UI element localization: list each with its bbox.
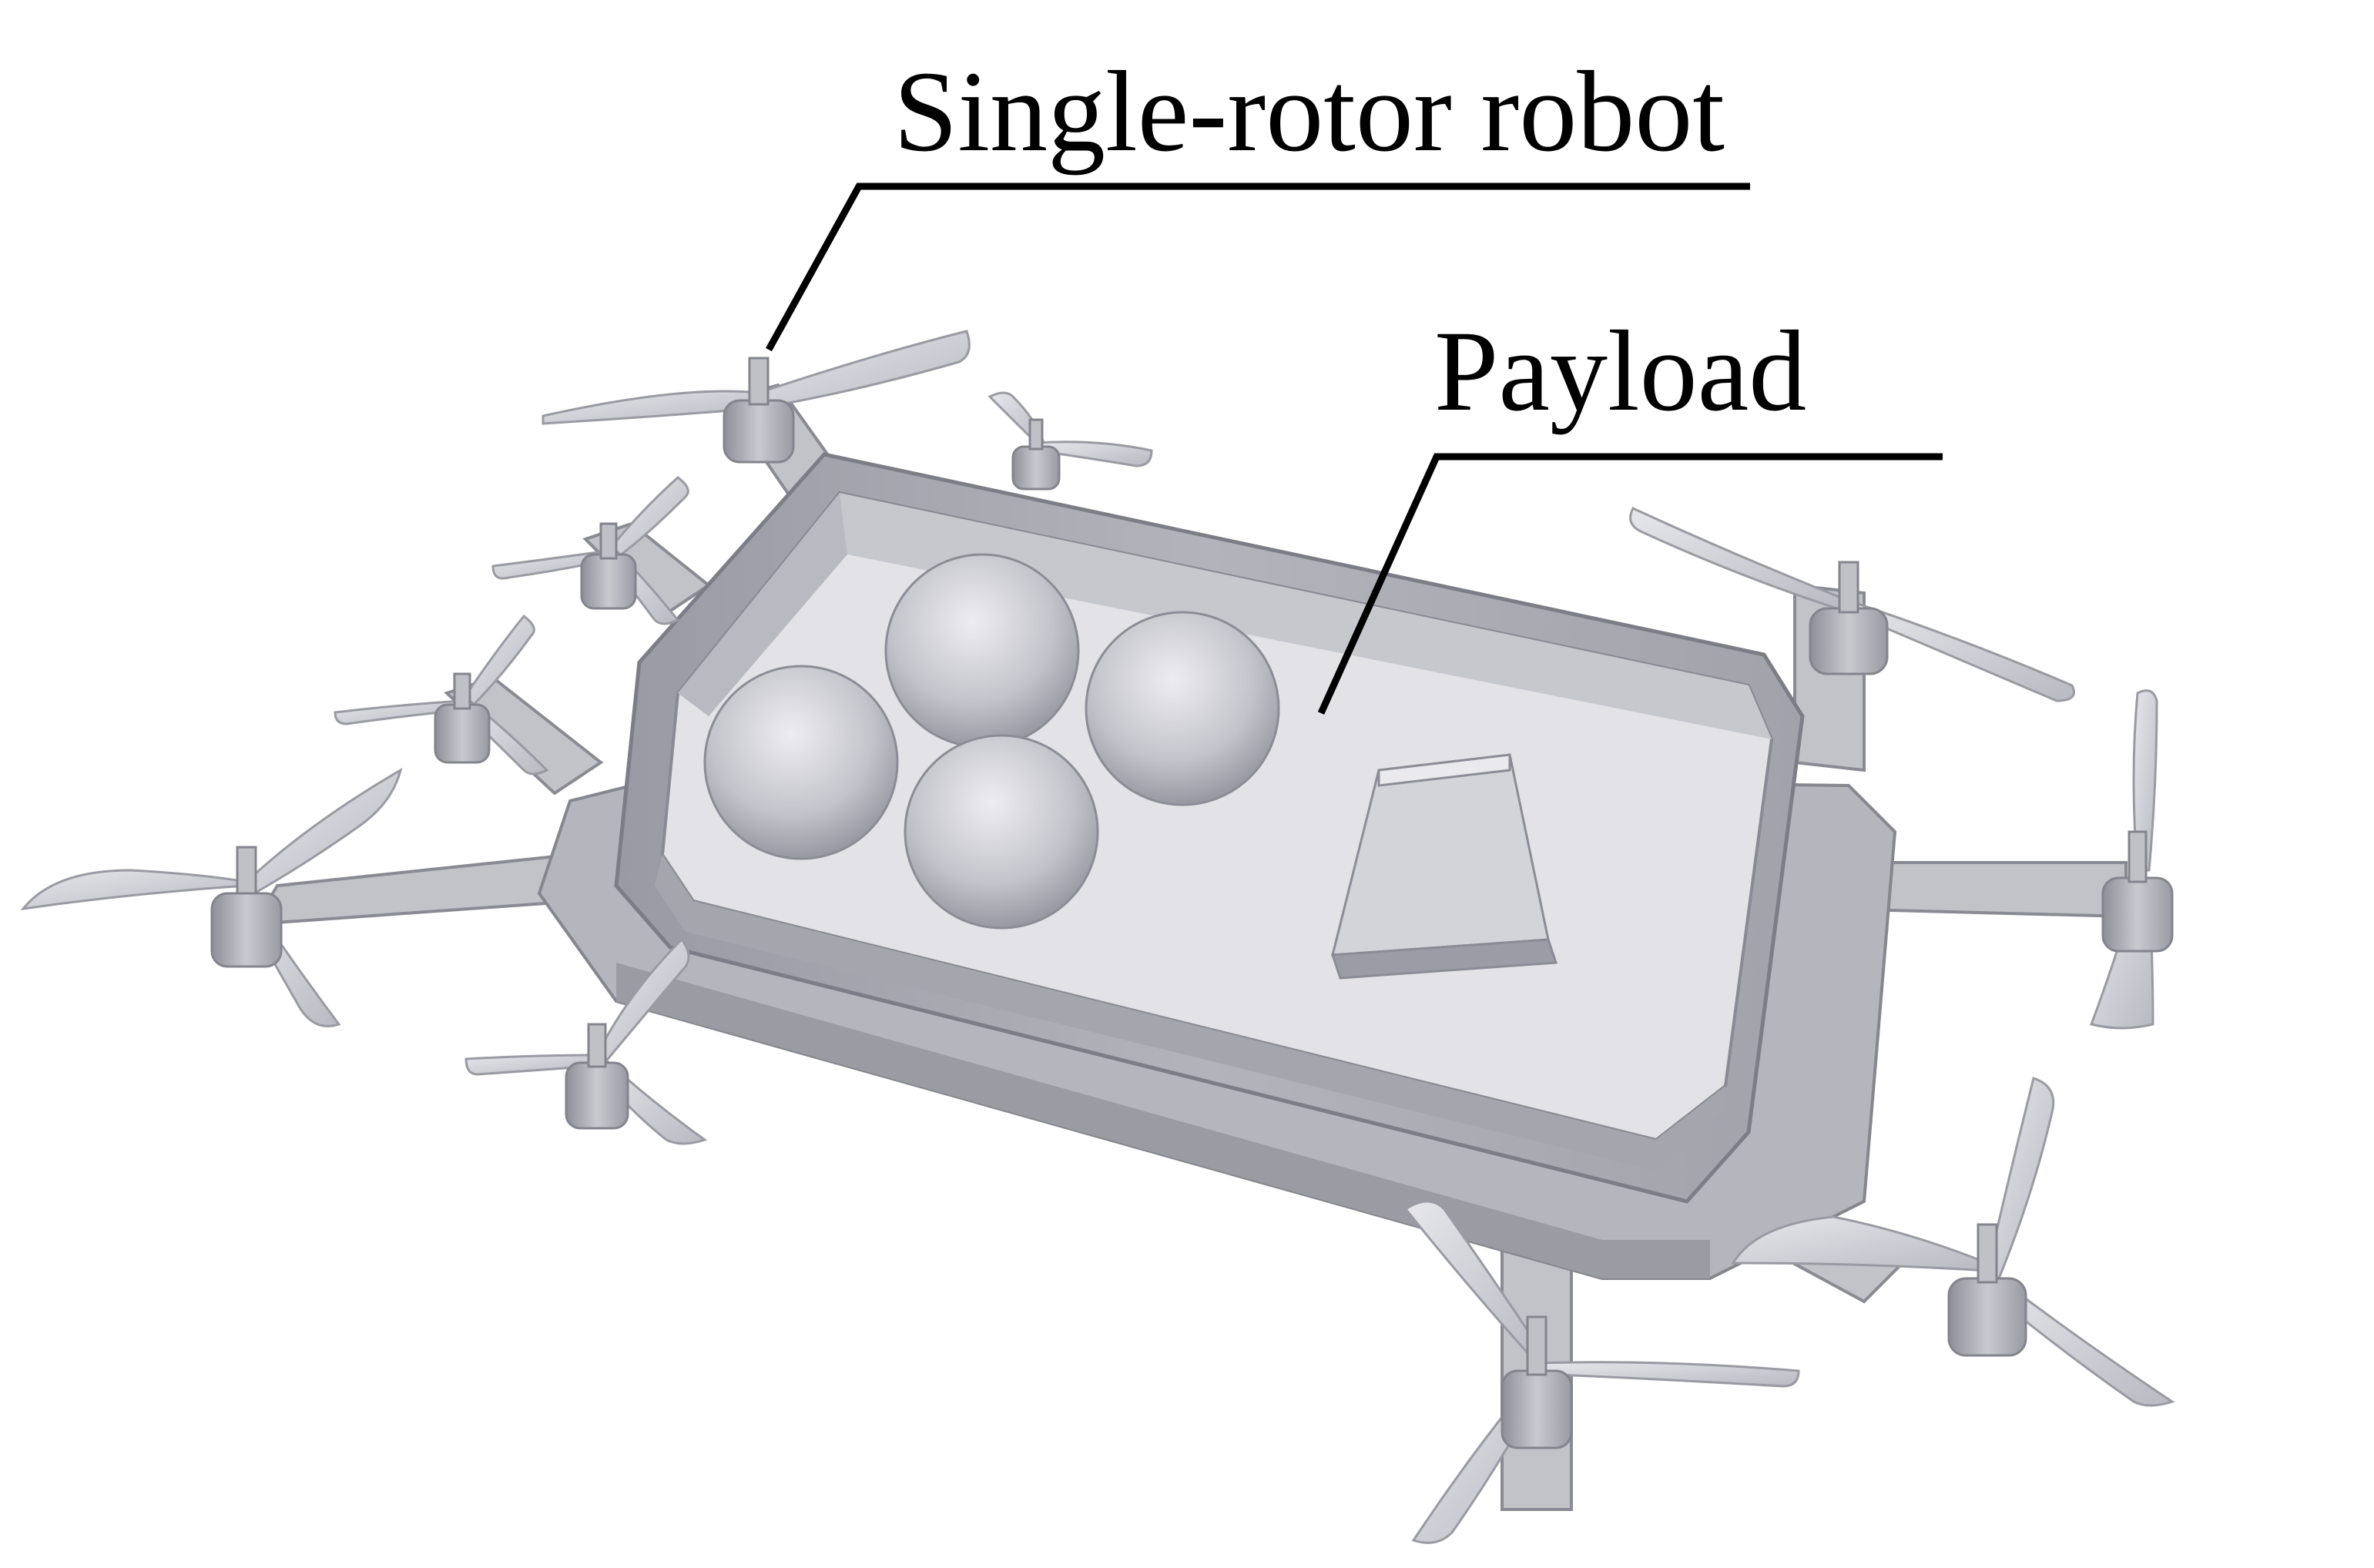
leader-lines	[766, 183, 1943, 715]
rotor-unit	[987, 391, 1153, 491]
rotor-unit	[20, 767, 403, 1027]
rotor-unit	[491, 476, 689, 625]
rotor-unit	[464, 937, 708, 1145]
payload-ball	[904, 734, 1099, 930]
payload-ball	[884, 553, 1080, 749]
payload-block	[1330, 753, 1558, 980]
robot-leader-line	[766, 183, 1750, 352]
payload-leader-line	[1317, 453, 1943, 715]
rotor-unit	[2090, 689, 2174, 1030]
rotor-unit	[1629, 507, 2075, 702]
rotor-unit	[542, 330, 971, 464]
payload-objects	[703, 553, 1558, 980]
rotor-unit	[1731, 1077, 2175, 1407]
payload-ball	[703, 665, 899, 860]
payload-ball	[1085, 611, 1280, 806]
rotor-units	[20, 330, 2175, 1544]
robot-label: Single-rotor robot	[894, 48, 1725, 176]
rotor-unit	[1403, 1200, 1800, 1544]
payload-label: Payload	[1434, 307, 1806, 435]
rotor-unit	[334, 614, 549, 776]
